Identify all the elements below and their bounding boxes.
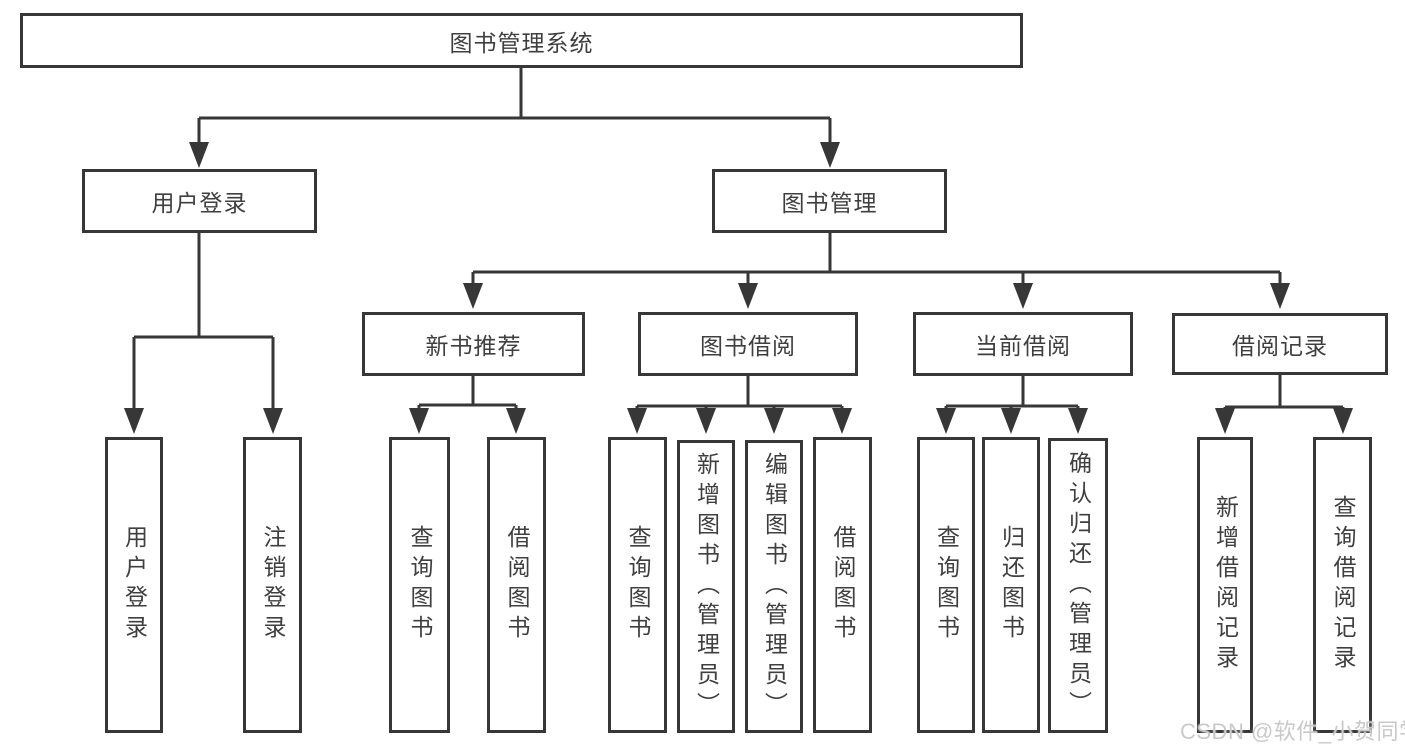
leaf-query-books-borrow: 查询图书	[608, 437, 667, 733]
node-label: 查询借阅记录	[1330, 495, 1356, 675]
leaf-borrow-books: 借阅图书	[813, 437, 872, 733]
node-label: 用户登录	[121, 525, 148, 645]
leaf-edit-books-admin: 编辑图书（管理员）	[745, 440, 803, 733]
leaf-query-books-current: 查询图书	[917, 437, 975, 733]
leaf-borrow-books-recommend: 借阅图书	[487, 437, 546, 733]
watermark: CSDN @软件_小贺同学	[1180, 719, 1405, 744]
node-label: 当前借阅	[975, 333, 1071, 359]
node-label: 用户登录	[151, 190, 248, 216]
leaf-add-books-admin: 新增图书（管理员）	[677, 440, 735, 733]
leaf-query-books-recommend: 查询图书	[389, 437, 450, 733]
leaf-confirm-return-admin: 确认归还（管理员）	[1048, 438, 1108, 733]
node-label: 查询图书	[933, 525, 960, 645]
node-label: 新书推荐	[425, 333, 522, 359]
node-label: 新增借阅记录	[1212, 495, 1239, 675]
leaf-logout: 注销登录	[243, 437, 302, 733]
arrowheads	[124, 142, 1353, 434]
node-label: 归还图书	[998, 525, 1025, 645]
node-book-management-system: 图书管理系统	[20, 13, 1023, 68]
leaf-query-borrow-record: 查询借阅记录	[1313, 437, 1372, 733]
leaf-user-login: 用户登录	[105, 437, 163, 733]
node-label: 借阅图书	[830, 525, 856, 645]
leaf-return-books: 归还图书	[982, 437, 1040, 733]
node-label: 新增图书（管理员）	[693, 451, 720, 722]
node-borrowing-records: 借阅记录	[1172, 313, 1388, 375]
node-label: 查询图书	[407, 525, 433, 645]
node-label: 借阅图书	[504, 525, 530, 645]
node-label: 图书管理	[781, 190, 878, 216]
node-label: 注销登录	[260, 525, 286, 645]
node-label: 图书管理系统	[449, 29, 594, 56]
node-user-login: 用户登录	[82, 169, 317, 233]
node-new-book-recommendation: 新书推荐	[362, 312, 585, 376]
node-label: 查询图书	[625, 525, 651, 645]
node-book-management: 图书管理	[712, 169, 947, 233]
node-current-borrowing: 当前借阅	[913, 312, 1133, 376]
node-label: 确认归还（管理员）	[1065, 450, 1092, 721]
node-label: 借阅记录	[1232, 333, 1328, 359]
node-label: 图书借阅	[700, 333, 796, 359]
node-label: 编辑图书（管理员）	[761, 451, 788, 722]
node-book-borrowing: 图书借阅	[638, 312, 858, 376]
leaf-add-borrow-record: 新增借阅记录	[1197, 437, 1253, 733]
